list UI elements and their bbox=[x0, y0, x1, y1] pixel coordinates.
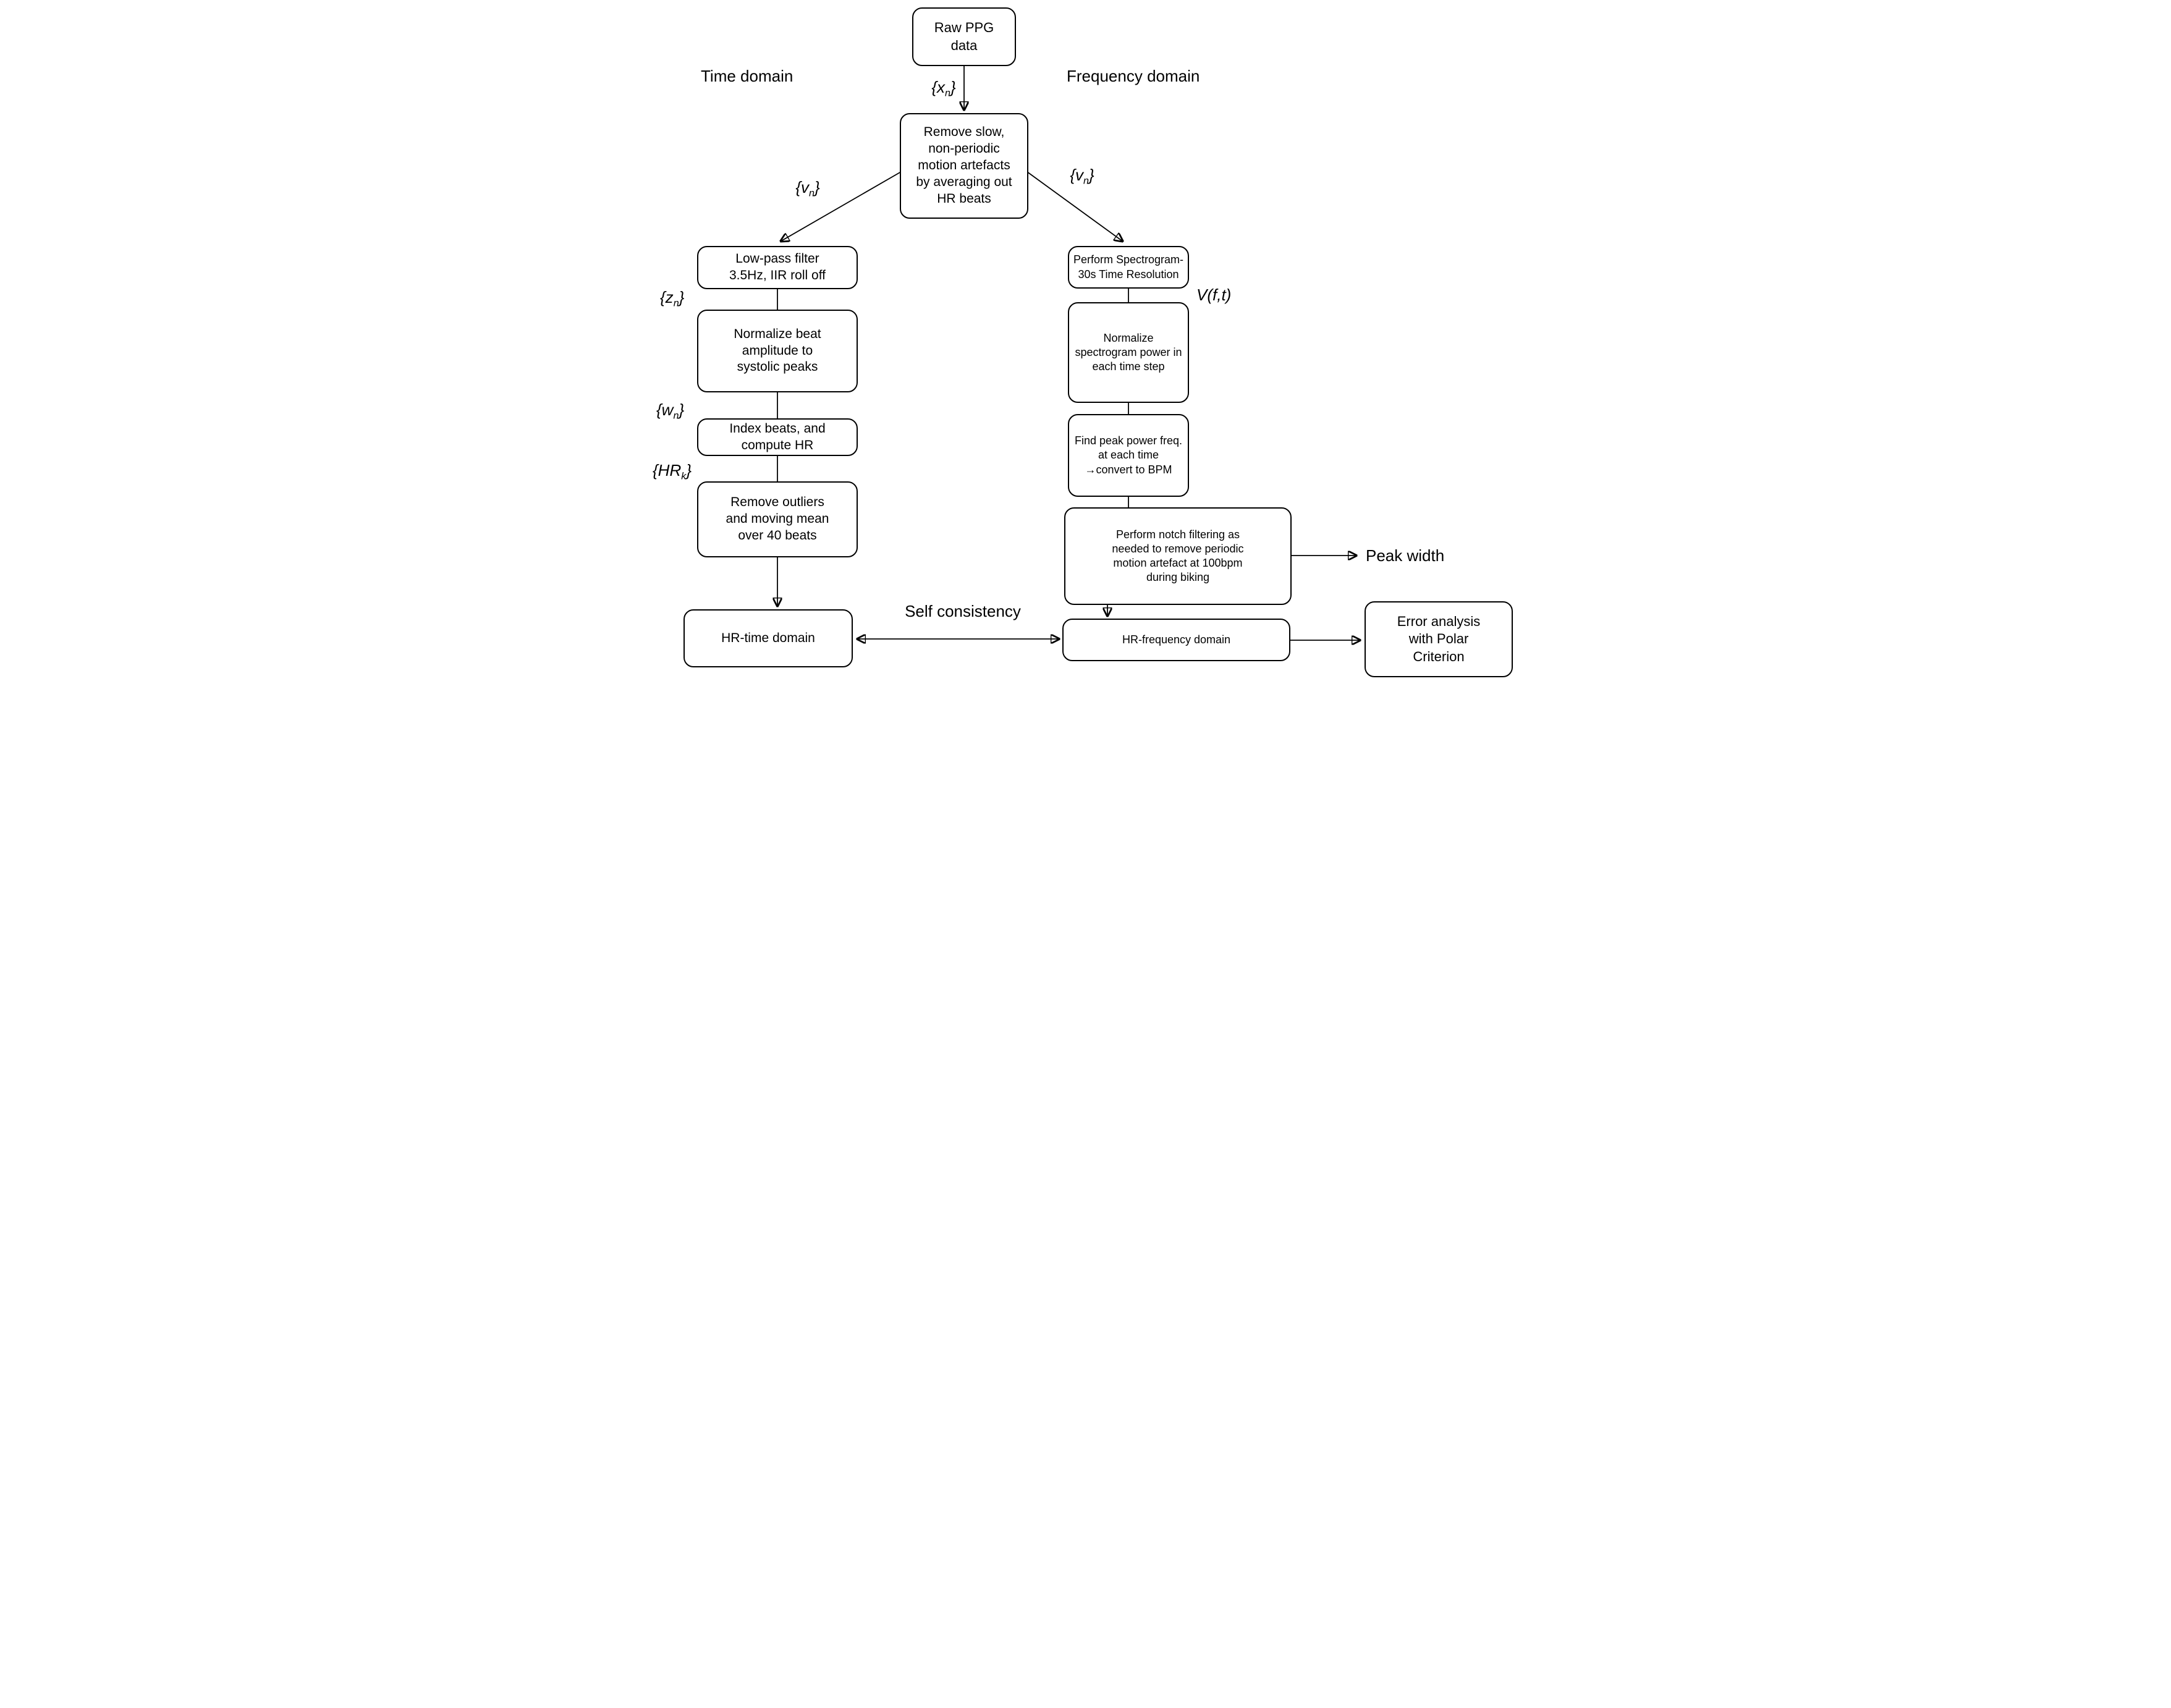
box-perform-spectrogram-label: Perform Spectrogram- 30s Time Resolution bbox=[1073, 253, 1184, 281]
box-low-pass-filter-label: Low-pass filter 3.5Hz, IIR roll off bbox=[729, 252, 826, 282]
signal-label-hrk-pre: {HR bbox=[653, 461, 682, 480]
signal-label-xn-sub: n bbox=[945, 87, 950, 99]
box-hr-time-domain: HR-time domain bbox=[683, 609, 853, 667]
signal-label-wn-post: } bbox=[679, 400, 685, 419]
box-perform-spectrogram: Perform Spectrogram- 30s Time Resolution bbox=[1068, 246, 1189, 289]
box-find-peak-power-label: Find peak power freq. at each time →conv… bbox=[1074, 434, 1183, 476]
box-notch-filter-label: Perform notch filtering as needed to rem… bbox=[1112, 528, 1244, 584]
signal-label-xn: {xn} bbox=[922, 78, 965, 99]
signal-label-wn-pre: {w bbox=[656, 400, 674, 419]
peak-width-label: Peak width bbox=[1366, 546, 1445, 565]
box-error-analysis-label: Error analysis with Polar Criterion bbox=[1397, 614, 1481, 664]
box-remove-slow-artefacts: Remove slow, non-periodic motion artefac… bbox=[900, 113, 1028, 219]
signal-label-vn-right: {vn} bbox=[1060, 166, 1104, 187]
box-normalize-spectrogram-label: Normalize spectrogram power in each time… bbox=[1075, 331, 1182, 373]
box-hr-frequency-domain: HR-frequency domain bbox=[1062, 619, 1290, 661]
signal-label-xn-pre: {x bbox=[931, 78, 946, 96]
box-find-peak-power: Find peak power freq. at each time →conv… bbox=[1068, 414, 1189, 497]
signal-label-zn-post: } bbox=[679, 288, 685, 307]
signal-label-vn-left-post: } bbox=[814, 178, 820, 197]
signal-label-xn-post: } bbox=[950, 78, 956, 96]
box-raw-ppg-data: Raw PPG data bbox=[912, 7, 1016, 66]
signal-label-vft: V(f,t) bbox=[1196, 285, 1232, 304]
box-index-beats: Index beats, and compute HR bbox=[697, 418, 858, 456]
signal-label-hrk-sub: k bbox=[681, 470, 687, 482]
signal-label-zn: {zn} bbox=[660, 288, 684, 310]
box-raw-ppg-data-label: Raw PPG data bbox=[934, 20, 994, 53]
signal-label-vn-right-sub: n bbox=[1083, 175, 1089, 187]
time-domain-heading: Time domain bbox=[701, 67, 793, 85]
box-low-pass-filter: Low-pass filter 3.5Hz, IIR roll off bbox=[697, 246, 858, 289]
box-error-analysis: Error analysis with Polar Criterion bbox=[1365, 601, 1513, 677]
signal-label-hrk: {HRk} bbox=[653, 461, 692, 483]
box-normalize-beat-label: Normalize beat amplitude to systolic pea… bbox=[734, 326, 821, 374]
box-remove-slow-artefacts-label: Remove slow, non-periodic motion artefac… bbox=[916, 125, 1012, 206]
signal-label-vn-right-pre: {v bbox=[1070, 166, 1084, 184]
signal-label-vn-left: {vn} bbox=[786, 178, 829, 200]
signal-label-hrk-post: } bbox=[686, 461, 692, 480]
signal-label-wn-sub: n bbox=[673, 410, 679, 421]
box-index-beats-label: Index beats, and compute HR bbox=[729, 421, 826, 452]
signal-label-zn-pre: {z bbox=[660, 288, 674, 307]
box-hr-frequency-domain-label: HR-frequency domain bbox=[1122, 633, 1231, 646]
self-consistency-label: Self consistency bbox=[905, 602, 1021, 620]
box-notch-filter: Perform notch filtering as needed to rem… bbox=[1064, 507, 1292, 605]
signal-label-vn-right-post: } bbox=[1088, 166, 1094, 184]
frequency-domain-heading: Frequency domain bbox=[1067, 67, 1200, 85]
box-normalize-beat: Normalize beat amplitude to systolic pea… bbox=[697, 310, 858, 392]
signal-label-vn-left-pre: {v bbox=[795, 178, 810, 197]
box-remove-outliers-label: Remove outliers and moving mean over 40 … bbox=[726, 495, 829, 543]
box-hr-time-domain-label: HR-time domain bbox=[721, 630, 815, 645]
signal-label-zn-sub: n bbox=[673, 297, 679, 309]
box-normalize-spectrogram: Normalize spectrogram power in each time… bbox=[1068, 302, 1189, 403]
flowchart-canvas: Time domain Frequency domain Raw PPG dat… bbox=[651, 0, 1520, 683]
signal-label-wn: {wn} bbox=[656, 400, 684, 422]
signal-label-vn-left-sub: n bbox=[809, 187, 815, 199]
box-remove-outliers: Remove outliers and moving mean over 40 … bbox=[697, 481, 858, 557]
